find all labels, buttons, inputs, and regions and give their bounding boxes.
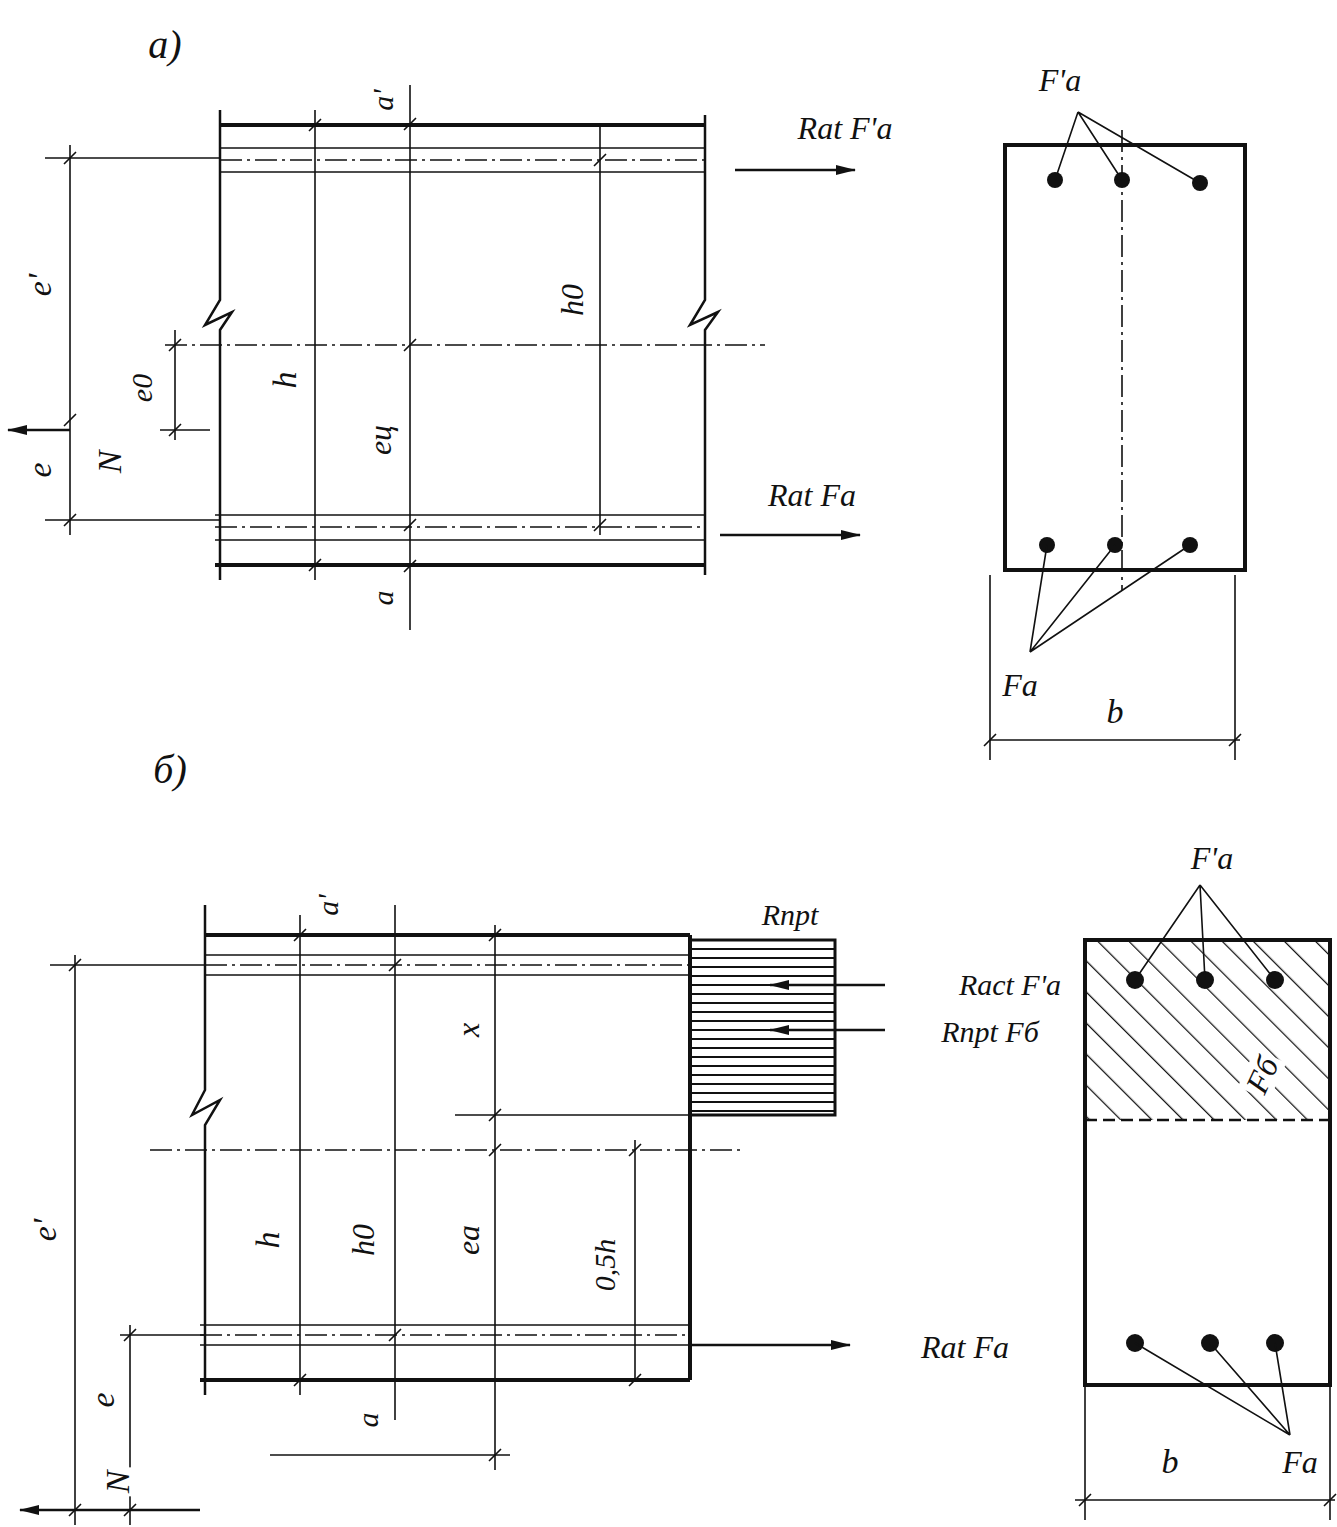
force-label: Rat F'a (795, 111, 896, 145)
cover-dimension: a' (312, 891, 344, 918)
concrete-area-label: Fб (1238, 1049, 1286, 1101)
drawing-line (160, 429, 210, 431)
force-label: N (92, 448, 128, 477)
width-dimension: b (1159, 1444, 1182, 1480)
drawing-line (770, 984, 885, 987)
section-b (1075, 885, 1336, 1520)
drawing-line (205, 954, 690, 956)
drawing-line (205, 974, 690, 976)
drawing-line (494, 925, 496, 1470)
drawing-line (634, 1140, 636, 1380)
drawing-line (200, 1334, 690, 1336)
panel-letter: а) (145, 24, 184, 66)
drawing-line (120, 1334, 205, 1336)
cover-dimension: a' (367, 86, 399, 113)
drawing-line (409, 85, 411, 630)
drawing-line (150, 1149, 740, 1151)
drawing-line (215, 514, 705, 516)
force-label: Rat Fa (918, 1330, 1012, 1364)
drawing-line (599, 125, 601, 535)
section-a (984, 112, 1245, 760)
drawing-line (735, 169, 855, 172)
drawing-line (220, 159, 705, 161)
drawing-line (270, 1454, 510, 1456)
width-dimension: b (1104, 694, 1127, 730)
eccentricity-dimension: eц (363, 422, 397, 458)
drawing-line (989, 575, 991, 760)
line-path (1135, 1343, 1290, 1435)
eccentricity-dimension: e (85, 1389, 121, 1410)
drawing-line (205, 964, 690, 966)
drawing-line (299, 915, 301, 1395)
drawing-line (200, 1324, 690, 1326)
height-dimension: h (250, 1229, 286, 1252)
eccentricity-dimension: e' (27, 1216, 63, 1244)
drawing-line (215, 539, 705, 541)
rebar-label: Fa (999, 668, 1041, 702)
outline-rect (1085, 940, 1330, 1120)
cover-dimension: a (352, 1410, 384, 1431)
drawing-line (215, 563, 705, 567)
line-path (69, 929, 641, 1516)
drawing-line (8, 429, 70, 432)
rebar-label: F'a (1188, 841, 1236, 875)
stress-label: Rпрt (759, 899, 822, 931)
line-path (404, 118, 416, 572)
rebar-label: F'a (1036, 63, 1084, 97)
rebar-label: Fa (1279, 1445, 1321, 1479)
eccentricity-dimension: e0 (126, 371, 158, 405)
drawing-line (690, 1344, 850, 1347)
line-path (1055, 112, 1200, 183)
drawing-line (720, 534, 860, 537)
line-path (1030, 545, 1190, 652)
drawing-line (69, 145, 71, 535)
panel-letter: б) (150, 749, 189, 791)
half-height-dimension: 0,5h (589, 1236, 621, 1295)
drawing-line (165, 344, 765, 346)
drawing-line (20, 1509, 200, 1512)
drawing-line (990, 739, 1240, 741)
effective-depth-dimension: h0 (346, 1221, 380, 1259)
outline-rect (690, 940, 835, 1115)
drawing-line (394, 905, 396, 1420)
force-label: N (100, 1468, 136, 1497)
drawing-line (1075, 1499, 1335, 1501)
eccentricity-dimension: ea (451, 1222, 485, 1258)
element-a (8, 85, 860, 630)
drawing-line (205, 933, 690, 937)
force-label: Rпрt Fб (938, 1016, 1042, 1048)
line-path (1135, 885, 1275, 980)
eccentricity-dimension: e' (22, 271, 58, 299)
drawing-line (1234, 575, 1236, 760)
drawing-line (215, 526, 705, 528)
outline-rect (1085, 940, 1330, 1385)
force-label: Rat Fa (765, 478, 859, 512)
line-path (984, 734, 1241, 746)
drawing-line (220, 147, 705, 149)
drawing-line (200, 1344, 690, 1346)
eccentricity-dimension: e (22, 459, 58, 480)
line-path (1079, 1494, 1336, 1506)
element-b (20, 905, 885, 1525)
drawing-line (50, 964, 205, 966)
compression-zone-dimension: x (451, 1020, 485, 1040)
drawing-line (770, 1029, 885, 1032)
drawing-line (220, 123, 705, 127)
force-label: Ract F'a (956, 969, 1064, 1001)
drawing-line (1121, 130, 1123, 590)
drawing-line (220, 171, 705, 173)
drawing-line (74, 955, 76, 1525)
outline-rect (1005, 145, 1245, 570)
drawing-line (200, 1378, 690, 1382)
drawing-line (1085, 1119, 1330, 1122)
line-path (64, 119, 606, 571)
cover-dimension: a (367, 588, 399, 609)
height-dimension: h (267, 369, 303, 392)
effective-depth-dimension: h0 (555, 281, 589, 319)
